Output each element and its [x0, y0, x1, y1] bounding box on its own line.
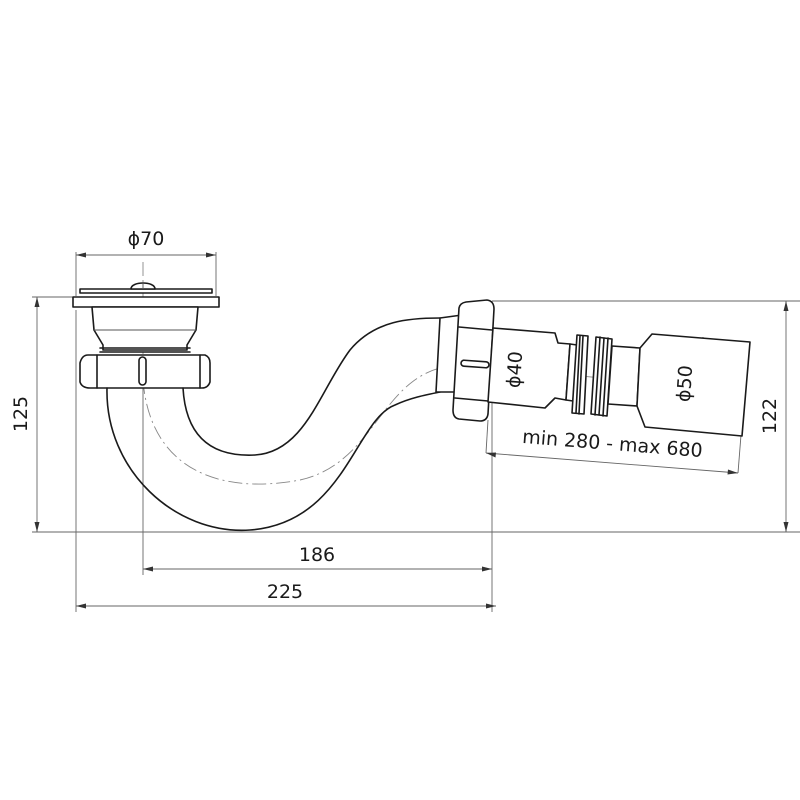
union-nut-outlet: [435, 299, 495, 422]
strainer-plate: [72, 282, 220, 308]
inlet-diameter-label: ϕ40: [503, 350, 528, 388]
height-left-label: 125: [10, 396, 32, 432]
outlet-spigot: [636, 333, 751, 437]
s-bend-pipe: [106, 317, 441, 531]
height-right-label: 122: [759, 398, 781, 434]
outlet-diameter-label: ϕ50: [673, 364, 698, 402]
horizontal-overall-label: 225: [267, 581, 303, 603]
flex-length-label: min 280 - max 680: [521, 426, 703, 462]
flexible-hose: [487, 327, 641, 417]
union-nut-inlet: [79, 354, 211, 389]
strainer-diameter-label: ϕ70: [128, 228, 165, 250]
horizontal-inner-label: 186: [299, 544, 335, 566]
waste-body: [91, 306, 199, 353]
